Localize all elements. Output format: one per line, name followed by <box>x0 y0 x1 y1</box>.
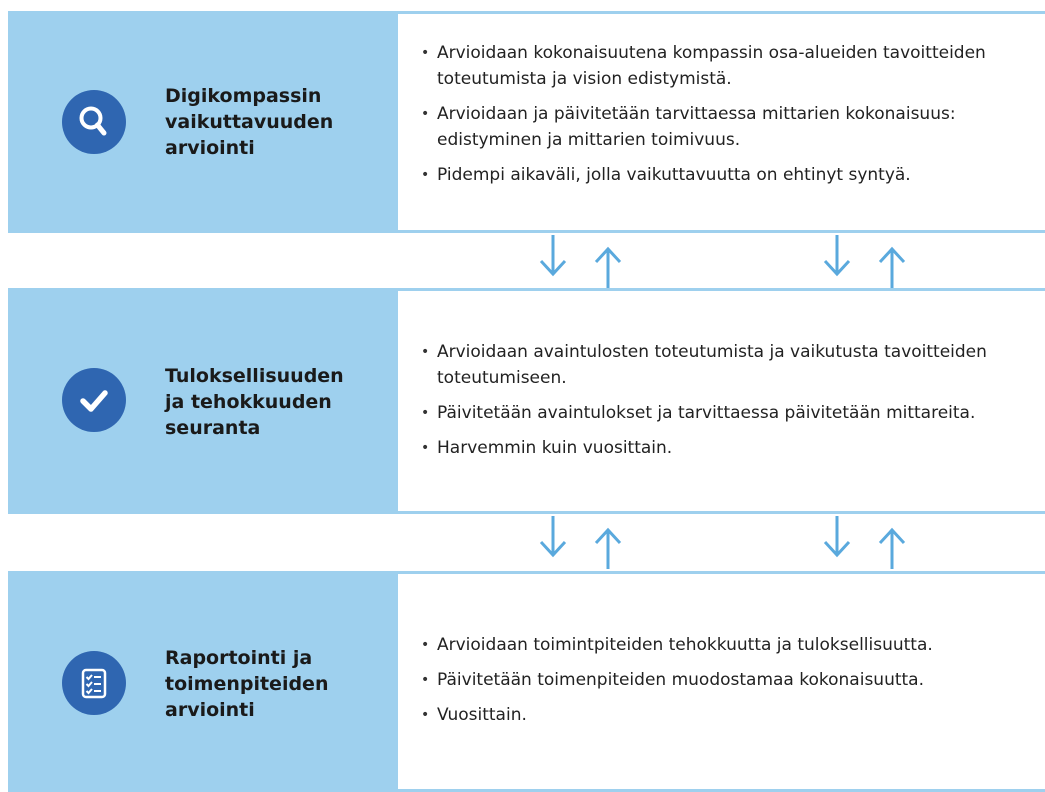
stage-row-performance-monitoring: Tuloksellisuuden ja tehokkuuden seuranta… <box>8 288 1045 514</box>
down-arrow-icon <box>539 516 567 558</box>
list-item: Päivitetään avaintulokset ja tarvittaess… <box>421 400 1035 426</box>
stage-description-box: Arvioidaan avaintulosten toteutumista ja… <box>398 291 1045 511</box>
list-item: Vuosittain. <box>421 702 1035 728</box>
bullet-list: Arvioidaan toimintpiteiden tehokkuutta j… <box>421 632 1035 737</box>
list-item: Arvioidaan ja päivitetään tarvittaessa m… <box>421 101 1035 153</box>
bidirectional-arrows <box>539 516 906 569</box>
stage-row-impact-evaluation: Digikompassin vaikuttavuuden arviointi A… <box>8 11 1045 233</box>
stage-title: Raportointi ja toimenpiteiden arviointi <box>165 647 329 721</box>
list-item: Harvemmin kuin vuosittain. <box>421 435 1035 461</box>
list-item: Arvioidaan kokonaisuutena kompassin osa-… <box>421 40 1035 92</box>
magnifier-icon <box>62 90 126 154</box>
up-arrow-icon <box>594 246 622 288</box>
up-arrow-icon <box>878 527 906 569</box>
stage-row-reporting-evaluation: Raportointi ja toimenpiteiden arviointi … <box>8 571 1045 792</box>
list-item: Arvioidaan toimintpiteiden tehokkuutta j… <box>421 632 1035 658</box>
down-arrow-icon <box>823 235 851 277</box>
list-item: Arvioidaan avaintulosten toteutumista ja… <box>421 339 1035 391</box>
down-arrow-icon <box>823 516 851 558</box>
list-item: Päivitetään toimenpiteiden muodostamaa k… <box>421 667 1035 693</box>
stage-title: Tuloksellisuuden ja tehokkuuden seuranta <box>165 365 344 439</box>
list-item: Pidempi aikaväli, jolla vaikuttavuutta o… <box>421 162 1035 188</box>
up-arrow-icon <box>594 527 622 569</box>
up-arrow-icon <box>878 246 906 288</box>
stage-description-box: Arvioidaan toimintpiteiden tehokkuutta j… <box>398 574 1045 789</box>
checkmark-icon <box>62 368 126 432</box>
bullet-list: Arvioidaan kokonaisuutena kompassin osa-… <box>421 40 1035 197</box>
stage-title: Digikompassin vaikuttavuuden arviointi <box>165 85 334 159</box>
bidirectional-arrows <box>539 235 906 288</box>
stage-description-box: Arvioidaan kokonaisuutena kompassin osa-… <box>398 14 1045 230</box>
stage-label-panel: Raportointi ja toimenpiteiden arviointi <box>8 571 398 792</box>
stage-label-panel: Digikompassin vaikuttavuuden arviointi <box>8 11 398 233</box>
bullet-list: Arvioidaan avaintulosten toteutumista ja… <box>421 339 1035 470</box>
checklist-icon <box>62 651 126 715</box>
stage-label-panel: Tuloksellisuuden ja tehokkuuden seuranta <box>8 288 398 514</box>
down-arrow-icon <box>539 235 567 277</box>
